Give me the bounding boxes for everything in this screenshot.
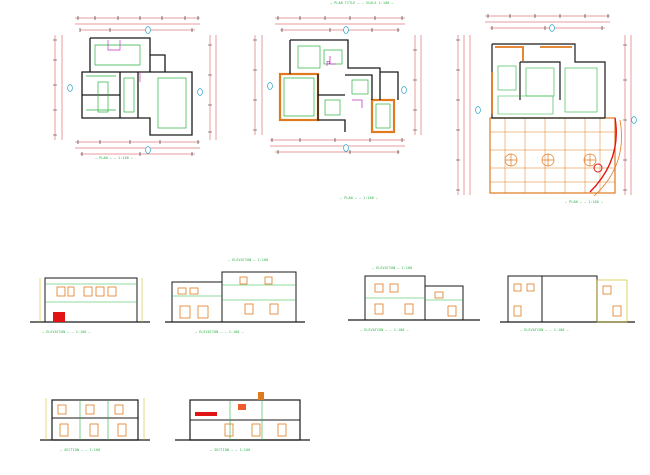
- side-b-elevation-caption: — ELEVATION — — 1:100 —: [520, 328, 569, 332]
- dimension-ticks: [456, 14, 627, 191]
- dimension-lines: [54, 17, 217, 155]
- interior-lines: [497, 65, 598, 115]
- planters: [504, 153, 597, 167]
- elevation-header-caption-left: — ELEVATION — 1:100: [228, 258, 269, 262]
- accent-marks: [107, 40, 141, 82]
- section-a: [40, 398, 150, 441]
- section-a-caption: — SECTION — — 1:100: [60, 448, 101, 452]
- orange-walls: [278, 72, 396, 134]
- section-b-caption: — SECTION — — 1:100: [210, 448, 251, 452]
- terrace-grid: [490, 118, 615, 193]
- first-plan-caption: — PLAN — — 1:100 —: [340, 196, 379, 200]
- walls: [81, 37, 193, 136]
- axis-bubbles: [267, 26, 407, 152]
- accent-marks: [329, 56, 363, 108]
- elevation-header-caption-mid: — ELEVATION — 1:100: [372, 266, 413, 270]
- sheet-header-caption: — PLAN TITLE — — SCALE 1:100 —: [330, 1, 394, 5]
- dimension-ticks: [253, 16, 417, 154]
- red-door: [53, 312, 65, 322]
- front-elevation-caption: — ELEVATION — — 1:100 —: [42, 330, 91, 334]
- ground-plan-caption: — PLAN — — 1:100 —: [95, 156, 134, 160]
- dimension-lines: [254, 17, 422, 153]
- stair-mark: P: [326, 60, 330, 68]
- interior-lines: [283, 45, 391, 129]
- axis-bubbles: [67, 26, 203, 154]
- elevation-front: [30, 277, 150, 323]
- elevation-side-a: [348, 275, 480, 321]
- interior-lines: [86, 44, 187, 129]
- elevation-side-b: [500, 275, 635, 323]
- walls: [289, 39, 399, 132]
- orange-walls: [491, 46, 572, 114]
- section-slab-cut: [195, 412, 217, 416]
- back-elevation-caption: — ELEVATION — — 1:100 —: [195, 330, 244, 334]
- curved-wall: [589, 117, 617, 193]
- site-plan-caption: — PLAN — — 1:100 —: [565, 200, 604, 204]
- side-a-elevation-caption: — ELEVATION — — 1:100 —: [360, 328, 409, 332]
- plan-ground-floor: [53, 16, 217, 156]
- elevation-back: [165, 271, 305, 323]
- axis-bubbles: [475, 24, 637, 124]
- plan-first-floor: P: [253, 16, 422, 154]
- walls: [491, 43, 606, 119]
- dimension-lines: [457, 15, 632, 195]
- section-b: [175, 392, 310, 441]
- plan-site: [456, 14, 637, 197]
